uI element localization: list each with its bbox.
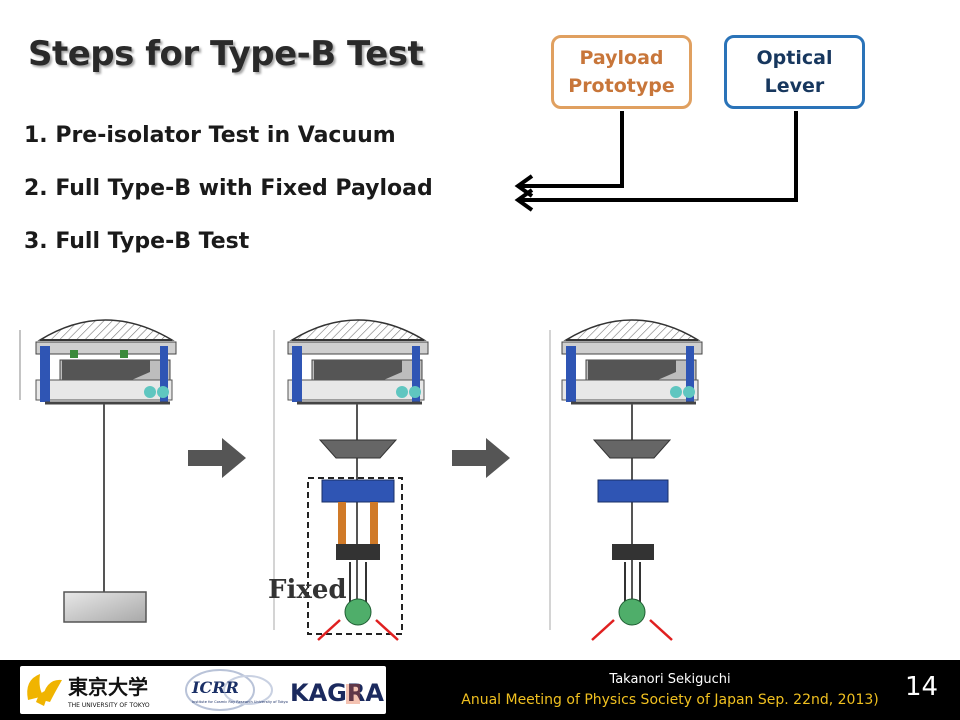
- step-item-2: 2. Full Type-B with Fixed Payload: [24, 176, 433, 201]
- connector-arrows: [514, 111, 798, 212]
- optical-box-line1: Optical: [756, 47, 833, 69]
- page-number: 14: [905, 672, 939, 702]
- kagra-logo-accent-icon: [346, 684, 360, 704]
- utokyo-ginkgo-icon: [27, 674, 62, 706]
- meeting-info: Anual Meeting of Physics Society of Japa…: [461, 692, 879, 708]
- diagram-fixed-payload: Fixed: [268, 319, 429, 641]
- optical-lever-box: Optical Lever: [724, 35, 865, 109]
- optical-arrow: [518, 111, 798, 202]
- utokyo-logo-english: THE UNIVERSITY OF TOKYO: [67, 702, 150, 709]
- footer-bar: 東京大学 THE UNIVERSITY OF TOKYO ICRR Instit…: [0, 660, 960, 720]
- steps-list: 1. Pre-isolator Test in Vacuum 2. Full T…: [24, 118, 433, 277]
- slide-graphics: Fixed: [19, 111, 798, 641]
- payload-arrow: [518, 111, 624, 188]
- payload-box-line2: Prototype: [568, 75, 675, 97]
- optical-box-line2: Lever: [764, 75, 825, 97]
- diagram-full-type-b: [549, 319, 703, 641]
- process-arrow-2: [452, 438, 510, 478]
- diagram-pre-isolator: [19, 319, 177, 623]
- step-item-1: 1. Pre-isolator Test in Vacuum: [24, 123, 396, 148]
- author-name: Takanori Sekiguchi: [609, 672, 731, 687]
- utokyo-logo-kanji: 東京大学: [68, 675, 148, 699]
- icrr-logo-subtext: Institute for Cosmic Ray Research Univer…: [192, 700, 288, 704]
- icrr-logo-text: ICRR: [191, 678, 239, 697]
- payload-box-line1: Payload: [579, 47, 664, 69]
- kagra-logo-text: KAGRA: [290, 679, 384, 707]
- institution-logos: 東京大学 THE UNIVERSITY OF TOKYO ICRR Instit…: [27, 669, 384, 711]
- logo-panel: 東京大学 THE UNIVERSITY OF TOKYO ICRR Instit…: [20, 666, 386, 714]
- slide-title: Steps for Type-B Test: [28, 34, 424, 74]
- process-arrow-1: [188, 438, 246, 478]
- step-item-3: 3. Full Type-B Test: [24, 229, 250, 254]
- payload-prototype-box: Payload Prototype: [551, 35, 692, 109]
- fixed-label: Fixed: [268, 575, 347, 605]
- optical-arrowhead: [514, 188, 534, 212]
